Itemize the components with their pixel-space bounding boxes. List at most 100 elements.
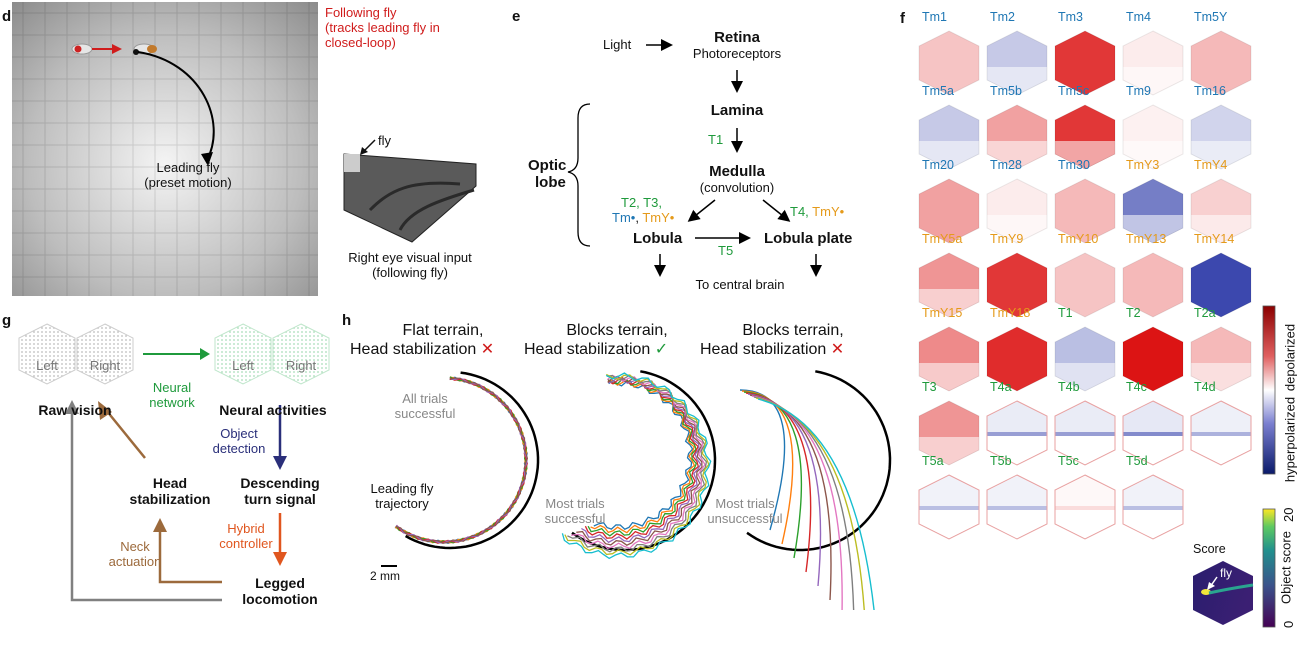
most-success-label-1: Most trials	[545, 496, 605, 511]
cell-map-tmy4	[1190, 178, 1252, 244]
lamina-label: Lamina	[710, 102, 764, 119]
control-loop-diagram	[18, 323, 330, 602]
cell-map-t4d	[1190, 400, 1252, 466]
score-colorbar-min: 0	[1281, 620, 1296, 628]
cell-label-t5b: T5b	[990, 454, 1012, 468]
cell-map-t4b	[1054, 400, 1116, 466]
cell-map-tm9	[1122, 104, 1184, 170]
lobula-plate-label: Lobula plate	[764, 230, 853, 247]
hybrid-label-1: Hybrid	[227, 521, 265, 536]
most-unsuccess-label-1: Most trials	[715, 496, 775, 511]
eye-caption-2: (following fly)	[372, 265, 448, 280]
leading-traj-label-1: Leading fly	[370, 481, 434, 496]
t1-label: T1	[708, 132, 724, 147]
cell-map-tm28	[986, 178, 1048, 244]
cell-label-tmy18: TmY18	[990, 306, 1031, 320]
optic-lobe-label-2: lobe	[535, 174, 566, 191]
neural-network-label-2: network	[149, 395, 195, 410]
cell-map-t2	[1122, 326, 1184, 392]
g-right-neural: Right	[285, 358, 317, 373]
cell-map-t5b	[986, 474, 1048, 540]
cell-label-tmy13: TmY13	[1126, 232, 1167, 246]
cell-label-tm3: Tm3	[1058, 10, 1083, 24]
h-title-3-text: Head stabilization	[700, 341, 831, 358]
cell-label-tm5y: Tm5Y	[1194, 10, 1228, 24]
cell-label-tm20: Tm20	[922, 158, 954, 172]
h-title-2-line2: Head stabilization ✓	[524, 341, 668, 359]
cell-map-tm16	[1190, 104, 1252, 170]
cell-label-tm1: Tm1	[922, 10, 947, 24]
activity-colorbar	[1262, 305, 1276, 475]
cell-label-t1: T1	[1058, 306, 1073, 320]
following-fly-label-3: closed-loop)	[325, 35, 396, 50]
cell-map-tmy5a	[918, 252, 980, 318]
cell-label-tm5c: Tm5c	[1058, 84, 1090, 98]
neck-label-1: Neck	[120, 539, 150, 554]
left-types-tmy-dot: •	[669, 210, 675, 225]
cell-map-t3	[918, 400, 980, 466]
cell-label-t4c: T4c	[1126, 380, 1147, 394]
cell-map-tmy15	[918, 326, 980, 392]
t5-label: T5	[718, 243, 734, 258]
eye-input-image	[343, 153, 477, 243]
trajectory-line	[757, 398, 875, 610]
cell-label-t3: T3	[922, 380, 937, 394]
trajectory-line	[587, 378, 698, 537]
neural-activities-label: Neural activities	[219, 402, 327, 418]
cell-label-tm4: Tm4	[1126, 10, 1151, 24]
cell-label-tm5a: Tm5a	[922, 84, 954, 98]
leading-fly-label-2: (preset motion)	[144, 175, 232, 190]
legged-label-2: locomotion	[242, 591, 318, 607]
cell-map-t5c	[1054, 474, 1116, 540]
trajectory-line	[567, 374, 708, 553]
score-colorbar	[1262, 508, 1276, 628]
score-fly-label: fly	[1220, 566, 1232, 580]
cell-label-tmy4: TmY4	[1194, 158, 1228, 172]
medulla-label: Medulla	[709, 163, 765, 180]
eye-fly-arrow	[360, 139, 376, 155]
cell-map-tm5b	[986, 104, 1048, 170]
cell-label-tm30: Tm30	[1058, 158, 1090, 172]
cell-label-tm2: Tm2	[990, 10, 1015, 24]
g-left-raw: Left	[36, 358, 58, 373]
following-fly-label-1: Following fly	[325, 5, 397, 20]
colorbar-hyperpolarized-label: hyperpolarized	[1282, 396, 1298, 483]
h-title-2-line1: Blocks terrain,	[566, 322, 668, 339]
score-colorbar-title: Object score	[1278, 531, 1294, 604]
trajectory-line	[404, 371, 540, 550]
most-unsuccess-label-2: unsuccessful	[707, 511, 783, 526]
cell-label-tmy5a: TmY5a	[922, 232, 963, 246]
trajectory-line	[395, 377, 529, 544]
cell-map-t4c	[1122, 400, 1184, 466]
cell-map-tmy18	[986, 326, 1048, 392]
head-stab-label-1: Head	[152, 475, 188, 491]
left-types-line1: T2, T3,	[621, 195, 662, 210]
cell-map-tmy9	[986, 252, 1048, 318]
g-right-raw: Right	[89, 358, 121, 373]
g-left-neural: Left	[232, 358, 254, 373]
cell-label-tm5b: Tm5b	[990, 84, 1022, 98]
descending-label-1: Descending	[240, 475, 320, 491]
light-label: Light	[603, 37, 632, 52]
h-title-1-line1: Flat terrain,	[402, 322, 484, 339]
right-types: T4, TmY•	[790, 205, 844, 219]
all-trials-label-2: successful	[394, 406, 456, 421]
legged-label-1: Legged	[255, 575, 305, 591]
cell-label-t4d: T4d	[1194, 380, 1216, 394]
cell-map-t4a	[986, 400, 1048, 466]
neck-label-2: actuation	[108, 554, 162, 569]
trajectory-line	[571, 374, 706, 550]
all-trials-label-1: All trials	[402, 391, 448, 406]
left-types-comma: ,	[635, 210, 643, 225]
panel-h-label: h	[342, 312, 352, 329]
trajectory-line	[564, 373, 710, 556]
panel-d-label: d	[2, 8, 12, 25]
cell-label-tmy15: TmY15	[922, 306, 963, 320]
cell-label-t4a: T4a	[990, 380, 1012, 394]
left-types-tm: Tm	[612, 210, 631, 225]
h-title-2-text: Head stabilization	[524, 341, 655, 358]
right-types-tmy-dot: •	[839, 204, 845, 219]
h-title-3-line2: Head stabilization ✕	[700, 341, 844, 359]
left-types-tm-dot: •	[630, 210, 636, 225]
trajectory-line	[746, 370, 892, 552]
